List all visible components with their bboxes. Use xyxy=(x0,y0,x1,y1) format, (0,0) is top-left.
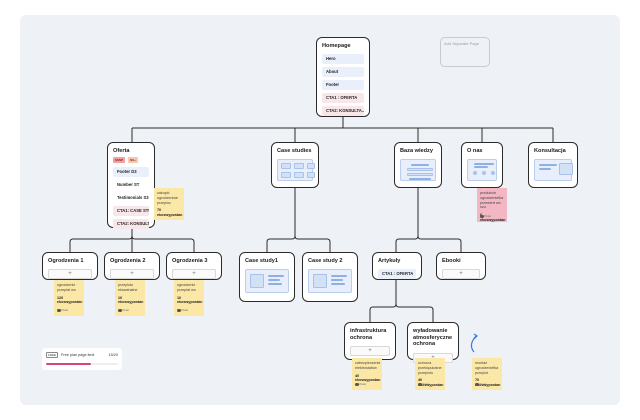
sticky-note-infrastruktura[interactable]: zabezpieczenie elektrostatów 40 ekoswypo… xyxy=(352,358,382,390)
note-text: ogrodzenie przeplat wn xyxy=(177,283,196,292)
page-limit-widget[interactable]: FREE Free plan page limit 15/20 xyxy=(42,348,122,370)
sticky-note-ogrodzenia-2[interactable]: przeplotu ekswahalne 10 ekoswypostan Pet… xyxy=(115,280,145,316)
ebooki-title: Ebooki xyxy=(442,258,461,264)
note-keyword: 40 ekoswypostan xyxy=(355,373,381,383)
case-study-2-thumbnail xyxy=(308,269,352,293)
note-text: przeplotu ekswahalne xyxy=(118,283,138,292)
ogrodzenia-2-card[interactable]: Ogrodzenia 2 + xyxy=(104,252,160,280)
section-about[interactable]: About xyxy=(322,67,364,77)
ogrodzenia-1-card[interactable]: Ogrodzenia 1 + xyxy=(42,252,98,280)
note-keyword: 10 ekoswypostan xyxy=(118,295,144,305)
section-number-st[interactable]: Number ST xyxy=(117,182,140,187)
section-cta1[interactable]: CTA1 : OFERTA xyxy=(322,93,364,103)
infrastruktura-card[interactable]: infrastruktura ochrona + xyxy=(344,322,396,360)
artykuly-title: Artykuły xyxy=(378,258,401,264)
sticky-note-right[interactable]: montaż ogrodzeniefka przeplot 70 ekoswyp… xyxy=(472,358,502,390)
note-keyword: 120 ekoswypostan xyxy=(57,295,83,305)
baza-wiedzy-title: Baza wiedzy xyxy=(400,148,433,154)
note-author: Peter xyxy=(475,382,486,387)
sticky-note-o-nas[interactable]: produkcie ogrodzeniefka przewiert wn nzo… xyxy=(477,188,507,222)
artykuly-card[interactable]: Artykuły CTA1 : OFERTA xyxy=(372,252,422,280)
section-cta2[interactable]: CTA2: KONSULTA... xyxy=(322,106,364,116)
note-keyword: 70 ekoswypostan xyxy=(157,208,183,218)
page-limit-progress-fill xyxy=(46,363,91,365)
note-keyword: 40 ekoswypostan xyxy=(418,378,444,388)
oferta-card[interactable]: Oferta SSSP NS+ Footer D3 Number ST Test… xyxy=(107,142,155,229)
sticky-note-ogrodzenia-1[interactable]: ogrodzenie przeplat wn 120 ekoswypostan … xyxy=(54,280,84,316)
free-plan-badge: FREE xyxy=(46,352,59,358)
konsultacja-card[interactable]: Konsultacja xyxy=(528,142,578,188)
note-text: zabezpieczenie elektrostatów xyxy=(355,361,381,370)
add-separate-page-label: Add Separate Page xyxy=(444,41,479,46)
ogrodzenia-3-title: Ogrodzenia 3 xyxy=(172,258,208,264)
section-footer[interactable]: Footer xyxy=(322,80,364,90)
note-author: Peter xyxy=(57,308,68,313)
note-text: ochrona przeklęskośne przeplotu xyxy=(418,361,442,375)
seo-badge: SSSP xyxy=(113,157,126,163)
section-cta1-oferta[interactable]: CTA1 : OFERTA xyxy=(378,269,416,279)
wyladowanie-card[interactable]: wyładowanie atmosferyczne ochrona + xyxy=(407,322,459,363)
konsultacja-title: Konsultacja xyxy=(534,148,566,154)
o-nas-thumbnail xyxy=(467,159,497,181)
sticky-note-ogrodzenia-3[interactable]: ogrodzenie przeplat wn 10 ekoswypostan P… xyxy=(174,280,204,316)
ns-badge: NS+ xyxy=(128,157,138,163)
ogrodzenia-3-card[interactable]: Ogrodzenia 3 + xyxy=(166,252,222,280)
note-author: Peter xyxy=(355,382,366,387)
page-limit-count: 15/20 xyxy=(108,353,118,357)
homepage-card[interactable]: Homepage Hero About Footer CTA1 : OFERTA… xyxy=(316,37,370,117)
konsultacja-thumbnail xyxy=(534,159,573,181)
case-study-1-title: Case study1 xyxy=(245,258,278,264)
add-separate-page-button[interactable]: Add Separate Page xyxy=(440,37,490,67)
case-studies-title: Case studies xyxy=(277,148,312,154)
case-studies-thumbnail xyxy=(277,159,315,181)
add-section-button[interactable]: + xyxy=(48,269,92,279)
page-limit-progress xyxy=(46,363,118,365)
section-footer-d3[interactable]: Footer D3 xyxy=(113,167,149,177)
case-study-2-card[interactable]: Case study 2 xyxy=(302,252,358,302)
wyladowanie-title: wyładowanie atmosferyczne ochrona xyxy=(413,328,453,347)
note-author: Peter xyxy=(480,214,491,219)
baza-wiedzy-card[interactable]: Baza wiedzy xyxy=(394,142,442,188)
ebooki-card[interactable]: Ebooki + xyxy=(436,252,486,280)
section-testimonials[interactable]: Testimonials S3 xyxy=(117,195,149,200)
note-text: zakupić ogrodzeniwe przeploc xyxy=(157,191,178,205)
add-section-button[interactable]: + xyxy=(350,346,390,356)
ogrodzenia-2-title: Ogrodzenia 2 xyxy=(110,258,146,264)
note-author: Peter xyxy=(418,382,429,387)
section-cta-konsult[interactable]: CTA2: KONSULT xyxy=(113,219,149,229)
infrastruktura-title: infrastruktura ochrona xyxy=(350,328,387,341)
baza-wiedzy-thumbnail xyxy=(400,159,436,181)
add-section-button[interactable]: + xyxy=(442,269,480,279)
page-limit-label: Free plan page limit xyxy=(61,353,95,357)
sticky-note-wyladowanie[interactable]: ochrona przeklęskośne przeplotu 40 ekosw… xyxy=(415,358,445,390)
o-nas-card[interactable]: O nas xyxy=(461,142,503,188)
ogrodzenia-1-title: Ogrodzenia 1 xyxy=(48,258,84,264)
note-keyword: 10 ekoswypostan xyxy=(177,295,203,305)
case-study-1-thumbnail xyxy=(245,269,289,293)
note-keyword: 70 ekoswypostan xyxy=(475,378,501,388)
case-study-1-card[interactable]: Case study1 xyxy=(239,252,295,302)
homepage-title: Homepage xyxy=(322,43,351,49)
add-section-button[interactable]: + xyxy=(172,269,216,279)
sticky-note-oferta[interactable]: zakupić ogrodzeniwe przeploc 70 ekoswypo… xyxy=(154,188,184,220)
add-section-button[interactable]: + xyxy=(110,269,154,279)
case-studies-card[interactable]: Case studies xyxy=(271,142,319,188)
note-text: montaż ogrodzeniefka przeplot xyxy=(475,361,499,375)
section-hero[interactable]: Hero xyxy=(322,54,364,64)
note-text: produkcie ogrodzeniefka przewiert wn nzo xyxy=(480,191,504,210)
note-author: Peter xyxy=(177,308,188,313)
section-cta-case-study[interactable]: CTA1: CASE STUDY xyxy=(113,206,149,216)
case-study-2-title: Case study 2 xyxy=(308,258,343,264)
note-text: ogrodzenie przeplat wn xyxy=(57,283,76,292)
note-author: Peter xyxy=(118,308,129,313)
oferta-title: Oferta xyxy=(113,148,130,154)
o-nas-title: O nas xyxy=(467,148,483,154)
